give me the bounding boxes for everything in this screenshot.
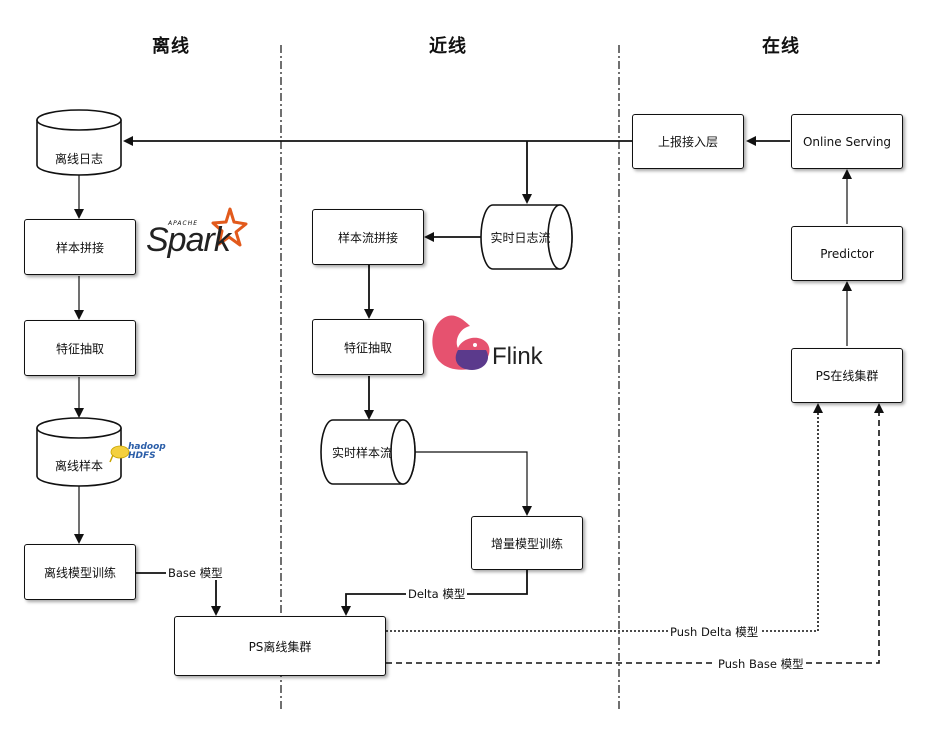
edge-label-base-model: Base 模型 <box>166 566 225 580</box>
flink-logo-text: Flink <box>492 343 543 370</box>
edge-label-push-base: Push Base 模型 <box>716 657 806 671</box>
realtime-log-stream-label: 实时日志流 <box>490 231 551 245</box>
offline-training-box: 离线模型训练 <box>24 544 136 600</box>
zone-title-nearline: 近线 <box>429 36 467 57</box>
zone-title-offline: 离线 <box>152 36 190 57</box>
offline-log-label: 离线日志 <box>54 152 103 166</box>
realtime-sample-stream-cylinder <box>320 419 416 485</box>
flink-squirrel-icon <box>432 315 490 370</box>
edge-label-push-delta: Push Delta 模型 <box>668 625 761 639</box>
ps-online-cluster-label: PS在线集群 <box>815 369 879 383</box>
report-access-layer-box: 上报接入层 <box>632 114 744 169</box>
sample-stream-join-box: 样本流拼接 <box>312 209 424 265</box>
realtime-sample-stream-label: 实时样本流 <box>331 446 392 460</box>
hdfs-logo-text: HDFS <box>128 451 156 461</box>
report-access-layer-label: 上报接入层 <box>657 135 718 149</box>
feature-extract-offline-box: 特征抽取 <box>24 320 136 376</box>
online-serving-box: Online Serving <box>791 114 903 169</box>
online-serving-label: Online Serving <box>802 134 892 149</box>
predictor-label: Predictor <box>820 246 874 261</box>
offline-training-label: 离线模型训练 <box>43 565 116 580</box>
incremental-training-label: 增量模型训练 <box>490 536 563 551</box>
spark-apache-text: APACHE <box>168 220 199 227</box>
feature-extract-offline-label: 特征抽取 <box>55 341 104 356</box>
feature-extract-nearline-box: 特征抽取 <box>312 319 424 375</box>
feature-extract-nearline-label: 特征抽取 <box>343 340 392 355</box>
hadoop-elephant-icon <box>109 445 130 463</box>
realtime-log-stream-cylinder <box>480 204 573 270</box>
ps-offline-cluster-box: PS离线集群 <box>174 616 386 676</box>
predictor-box: Predictor <box>791 226 903 281</box>
spark-logo-text: Spark <box>146 221 231 259</box>
ps-online-cluster-box: PS在线集群 <box>791 348 903 403</box>
sample-join-label: 样本拼接 <box>55 240 104 255</box>
spark-star-icon <box>211 207 248 247</box>
edge-label-delta-model: Delta 模型 <box>406 587 468 601</box>
offline-samples-label: 离线样本 <box>54 459 103 473</box>
incremental-training-box: 增量模型训练 <box>471 516 583 570</box>
hadoop-logo-text: hadoop <box>128 442 166 452</box>
ps-offline-cluster-label: PS离线集群 <box>248 639 312 654</box>
sample-stream-join-label: 样本流拼接 <box>337 230 398 245</box>
offline-log-cylinder <box>36 109 122 176</box>
offline-samples-cylinder <box>36 417 122 487</box>
zone-title-online: 在线 <box>762 36 800 57</box>
sample-join-box: 样本拼接 <box>24 219 136 275</box>
